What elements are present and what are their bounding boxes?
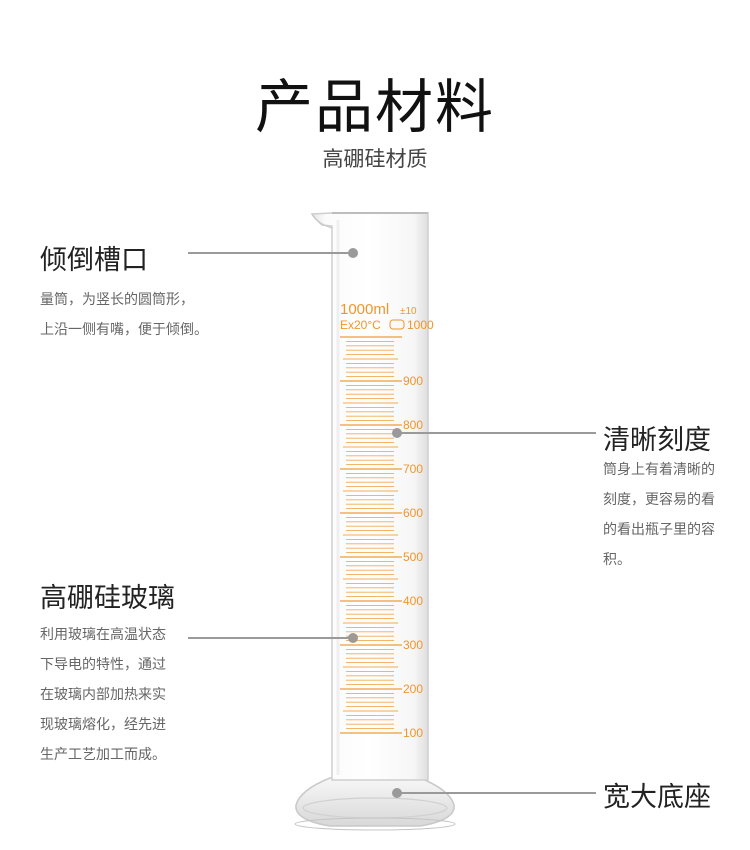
feature-label-base: 宽大底座 xyxy=(603,782,711,813)
calibration-mark: Ex20°C xyxy=(340,318,381,332)
feature-desc-spout: 量筒，为竖长的圆筒形， 上沿一侧有嘴，便于倾倒。 xyxy=(40,292,208,338)
feature-label-scale: 清晰刻度 xyxy=(603,425,711,456)
leader-line-spout xyxy=(188,252,353,254)
feature-desc-scale: 筒身上有着清晰的 刻度，更容易的看 的看出瓶子里的容 积。 xyxy=(603,462,715,568)
scale-label: 1000 xyxy=(407,318,434,332)
scale-label: 200 xyxy=(403,682,423,696)
tolerance-mark: ±10 xyxy=(400,306,417,317)
feature-label-glass: 高硼硅玻璃 xyxy=(40,583,175,614)
page-title: 产品材料 xyxy=(254,73,495,141)
leader-dot-spout xyxy=(348,248,358,258)
leader-dot-glass xyxy=(348,633,358,643)
scale-label: 300 xyxy=(403,638,423,652)
scale-label: 500 xyxy=(403,550,423,564)
leader-dot-scale xyxy=(392,428,402,438)
scale-label: 800 xyxy=(403,418,423,432)
leader-line-base xyxy=(396,792,596,794)
scale-label: 600 xyxy=(403,506,423,520)
page-subtitle: 高硼硅材质 xyxy=(322,147,428,171)
feature-desc-glass: 利用玻璃在高温状态 下导电的特性，通过 在玻璃内部加热来实 现玻璃熔化，经先进 … xyxy=(40,627,166,763)
leader-line-glass xyxy=(188,637,353,639)
scale-label: 100 xyxy=(403,726,423,740)
brand-logo-icon xyxy=(389,319,405,330)
leader-dot-base xyxy=(392,788,402,798)
capacity-mark: 1000ml xyxy=(340,301,389,318)
cylinder-base xyxy=(294,777,456,831)
scale-label: 700 xyxy=(403,462,423,476)
scale-labels: 1000 900 800 700 600 500 400 300 200 100 xyxy=(403,318,434,740)
graduation-ticks xyxy=(340,336,402,734)
feature-label-spout: 倾倒槽口 xyxy=(40,245,148,276)
scale-label: 900 xyxy=(403,374,423,388)
scale-label: 400 xyxy=(403,594,423,608)
pouring-spout xyxy=(311,213,333,229)
leader-line-scale xyxy=(396,432,596,434)
